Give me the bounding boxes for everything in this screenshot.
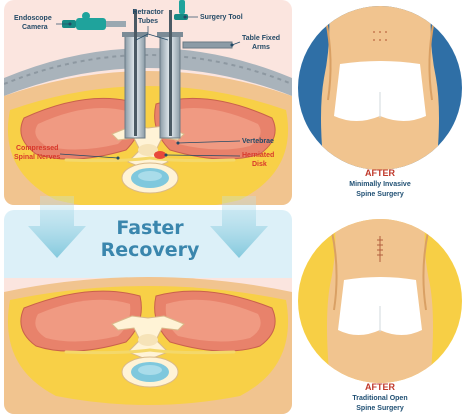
label-table-1: Table Fixed <box>242 35 280 42</box>
spinal-nerve-left <box>64 156 152 163</box>
label-table-2: Arms <box>252 44 270 51</box>
after-open-line-1: Traditional Open <box>352 395 407 402</box>
vertebra-bottom <box>111 315 185 388</box>
label-herniated-1: Herniated <box>242 152 274 159</box>
label-compressed-2: Spinal Nerves <box>14 154 60 161</box>
surgical-table <box>4 48 292 96</box>
muscle-right-inner <box>165 108 261 150</box>
after-min-title: AFTER <box>365 168 395 178</box>
herniated-disk-mark <box>154 151 166 159</box>
after-traditional-open-illustration <box>298 219 462 383</box>
table-stripes <box>4 54 292 85</box>
label-retractor-2: Tubes <box>138 18 158 25</box>
recovery-line-2: Recovery <box>101 239 200 261</box>
spinal-nerve-left-bottom <box>64 348 152 355</box>
down-arrow-right-icon <box>210 196 268 258</box>
after-open-line-2: Spine Surgery <box>356 405 404 412</box>
down-arrow-left-icon <box>28 196 86 258</box>
label-vertebrae: Vertebrae <box>242 138 274 145</box>
label-endoscope-1: Endoscope <box>14 15 52 22</box>
endoscope-camera-icon <box>62 12 126 30</box>
label-herniated-2: Disk <box>252 161 267 168</box>
after-open-title: AFTER <box>365 382 395 392</box>
recovery-line-1: Faster <box>116 217 184 239</box>
small-incision-marks <box>373 31 387 41</box>
after-min-line-1: Minimally Invasive <box>349 181 411 188</box>
long-incision-scar <box>377 236 383 262</box>
muscle-left-inner <box>35 108 131 150</box>
label-surgery-tool: Surgery Tool <box>200 14 243 21</box>
retractor-tubes <box>122 10 183 139</box>
spinal-nerve-right <box>148 156 236 163</box>
label-compressed-1: Compressed <box>16 145 58 152</box>
underwear <box>334 61 426 121</box>
after-minimally-invasive-illustration <box>298 6 462 170</box>
label-endoscope-2: Camera <box>22 24 48 31</box>
label-retractor-1: Retractor <box>132 9 163 16</box>
surgery-tool-icon <box>174 0 188 20</box>
after-min-line-2: Spine Surgery <box>356 191 404 198</box>
label-leader-lines <box>56 15 241 160</box>
spinal-nerve-right-bottom <box>148 348 236 355</box>
table-fixed-arm <box>182 41 233 49</box>
